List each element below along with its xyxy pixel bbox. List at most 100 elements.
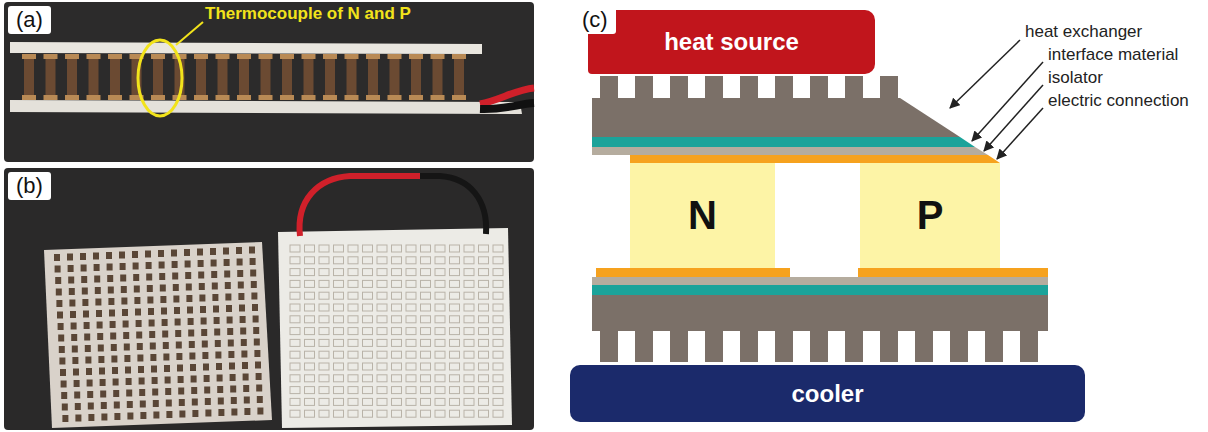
solder-pad [479, 410, 489, 417]
pellet [218, 54, 228, 100]
pellet-top [198, 260, 204, 267]
solder-pad [377, 363, 387, 370]
solder-pad [334, 316, 344, 323]
solder-pad [392, 316, 402, 323]
solder-pad [406, 339, 416, 346]
pellet-top [166, 400, 172, 407]
pellet-top [82, 299, 88, 306]
pellet-top [150, 343, 156, 350]
copper-cap [44, 54, 58, 59]
pellet-top [253, 316, 259, 323]
pellet-top [98, 345, 104, 352]
solder-pad [348, 316, 358, 323]
pellet-top [224, 271, 230, 278]
pellet-top [211, 271, 217, 278]
photo-background [4, 2, 534, 162]
pellet-top [225, 294, 231, 301]
pellet-top [145, 251, 151, 258]
solder-pad [319, 410, 329, 417]
pellet-top [237, 270, 243, 277]
solder-pad [435, 351, 445, 358]
pellet-top [189, 341, 195, 348]
pellet [390, 54, 400, 100]
part-label: isolator [1048, 68, 1103, 88]
solder-pad [406, 363, 416, 370]
pellet-top [139, 378, 145, 385]
pellet-top [176, 342, 182, 349]
pellet-top [146, 262, 152, 269]
pellet-top [242, 362, 248, 369]
solder-pad [464, 410, 474, 417]
pellet-top [160, 296, 166, 303]
pellet-top [244, 408, 250, 415]
copper-cap [22, 54, 36, 59]
pellet [239, 54, 249, 100]
heat-exchanger-fin [600, 330, 618, 362]
p-type-block: P [860, 163, 1000, 268]
pellet-top [212, 283, 218, 290]
solder-pad [392, 280, 402, 287]
electric-connection [858, 268, 1048, 277]
copper-cap [366, 95, 380, 100]
pellet-top [204, 387, 210, 394]
solder-pad [363, 292, 373, 299]
copper-cap [431, 95, 445, 100]
solder-pad [290, 304, 300, 311]
pellet-top [112, 367, 118, 374]
solder-pad [421, 375, 431, 382]
pellet-top [255, 362, 261, 369]
pellet-top [197, 249, 203, 256]
solder-pad [348, 257, 358, 264]
pellet-top [165, 377, 171, 384]
copper-cap [345, 54, 359, 59]
pellet-top [257, 396, 263, 403]
pellet-top [110, 321, 116, 328]
heat-exchanger-fin [670, 76, 688, 100]
solder-pad [334, 387, 344, 394]
pellet-top [179, 411, 185, 418]
solder-pad [334, 269, 344, 276]
pellet-top [217, 386, 223, 393]
solder-pad [493, 292, 503, 299]
solder-pad [479, 351, 489, 358]
pellet-top [225, 282, 231, 289]
pellet-top [254, 350, 260, 357]
pellet [110, 54, 120, 100]
pellet-top [254, 339, 260, 346]
solder-pad [290, 375, 300, 382]
solder-pad [290, 292, 300, 299]
pellet-top [192, 410, 198, 417]
isolator-layer [592, 285, 1048, 295]
solder-pad [493, 304, 503, 311]
pellet-top [244, 397, 250, 404]
pellet-top [70, 311, 76, 318]
pellet-top [214, 329, 220, 336]
node-label: P [917, 193, 944, 238]
node-label: heat source [664, 28, 799, 56]
solder-pad [305, 316, 315, 323]
solder-pad [435, 257, 445, 264]
pellet [196, 54, 206, 100]
pellet-top [101, 414, 107, 421]
solder-pad [479, 398, 489, 405]
pellet-top [165, 388, 171, 395]
solder-pad [377, 245, 387, 252]
pellet-top [236, 247, 242, 254]
solder-pad [406, 316, 416, 323]
solder-pad [450, 398, 460, 405]
pellet-top [123, 332, 129, 339]
solder-pad [319, 375, 329, 382]
solder-pad [348, 375, 358, 382]
interface-layer [592, 277, 1048, 285]
pellet-top [252, 304, 258, 311]
solder-pad [305, 375, 315, 382]
solder-pad [319, 398, 329, 405]
copper-cap [323, 54, 337, 59]
pellet-top [186, 295, 192, 302]
pellet-top [158, 250, 164, 257]
solder-pad [464, 304, 474, 311]
pellet-top [97, 333, 103, 340]
solder-pad [435, 328, 445, 335]
pellet-top [94, 276, 100, 283]
pellet-top [125, 367, 131, 374]
